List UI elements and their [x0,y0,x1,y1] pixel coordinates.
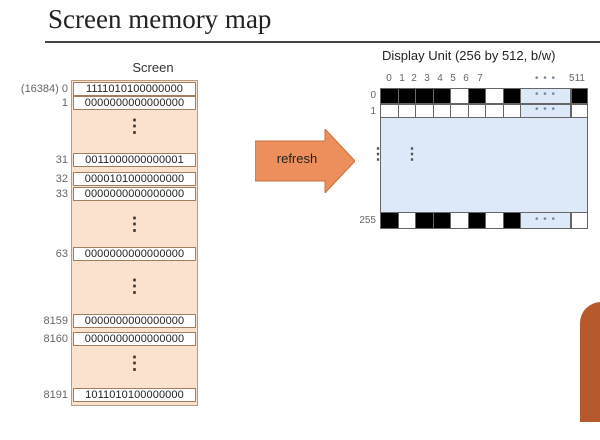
display-pixel [467,212,486,229]
display-column-label: 3 [424,73,430,84]
slide-title: Screen memory map [48,4,272,34]
memory-word: 0000000000000000 [73,96,196,110]
memory-address: 31 [55,154,68,166]
display-pixel [432,88,451,104]
title-rule [45,41,600,43]
display-column-label: 7 [477,73,483,84]
display-pixel [397,88,416,104]
display-pixel-gap [520,88,571,104]
display-pixel [450,212,469,229]
display-pixel-gap [520,212,571,229]
display-column-label: 5 [450,73,456,84]
display-pixel [502,88,521,104]
display-pixel [432,212,451,229]
display-column-label: 1 [399,73,405,84]
memory-word: 0000000000000000 [73,314,196,328]
display-column-label: 4 [437,73,443,84]
display-row-ellipsis: • • • [535,213,557,225]
memory-word: 0000000000000000 [73,187,196,201]
presenter-silhouette [580,302,600,422]
memory-address: 8191 [43,389,68,401]
display-row-label: 0 [370,90,376,101]
display-row-ellipsis-left: ⋮ [370,146,386,163]
display-pixel [450,104,469,118]
memory-address: 1 [61,97,68,109]
display-last-pixel [571,104,588,118]
display-pixel [380,212,399,229]
display-last-row-label: 255 [359,215,376,226]
display-row-ellipsis: • • • [535,89,557,100]
refresh-label: refresh [276,151,318,166]
display-pixel [397,212,416,229]
display-pixel [415,212,434,229]
refresh-arrow-shape [255,129,355,193]
display-pixel [380,104,399,118]
memory-word: 0000000000000000 [73,247,196,261]
memory-ellipsis: ⋮ [125,214,144,234]
display-last-pixel [571,212,588,229]
display-column-label: 6 [463,73,469,84]
display-row-ellipsis: • • • [535,104,557,115]
display-last-column-label: 511 [569,73,585,84]
display-pixel [380,88,399,104]
display-pixel [485,212,504,229]
display-pixel [502,212,521,229]
memory-word: 0011000000000001 [73,153,196,167]
display-column-label: 2 [411,73,417,84]
memory-word: 1111010100000000 [73,82,196,96]
memory-word: 1011010100000000 [73,388,196,402]
display-pixel [485,88,504,104]
memory-ellipsis: ⋮ [125,276,144,296]
memory-word: 0000101000000000 [73,172,196,186]
memory-address: 32 [55,173,68,185]
memory-caption: Screen [132,60,174,75]
memory-block [71,80,198,406]
display-column-label: 0 [386,73,392,84]
memory-address: 33 [55,188,68,200]
refresh-arrow [255,129,355,193]
display-pixel [485,104,504,118]
memory-address: 63 [55,248,68,260]
display-row-label: 1 [370,106,376,117]
memory-ellipsis: ⋮ [125,353,144,373]
memory-address: 8160 [43,333,68,345]
memory-address: (16384) 0 [20,83,68,95]
display-pixel [467,88,486,104]
display-pixel [415,104,434,118]
display-pixel [467,104,486,118]
display-caption: Display Unit (256 by 512, b/w) [382,48,556,63]
display-vertical-ellipsis: ⋮ [404,146,420,163]
display-pixel-gap [520,104,571,118]
display-pixel [450,88,469,104]
display-pixel [502,104,521,118]
memory-word: 0000000000000000 [73,332,196,346]
display-pixel [397,104,416,118]
memory-ellipsis: ⋮ [125,116,144,136]
memory-address: 8159 [43,315,68,327]
display-last-pixel [571,88,588,104]
display-pixel [415,88,434,104]
display-column-ellipsis: • • • [535,73,557,84]
display-pixel [432,104,451,118]
